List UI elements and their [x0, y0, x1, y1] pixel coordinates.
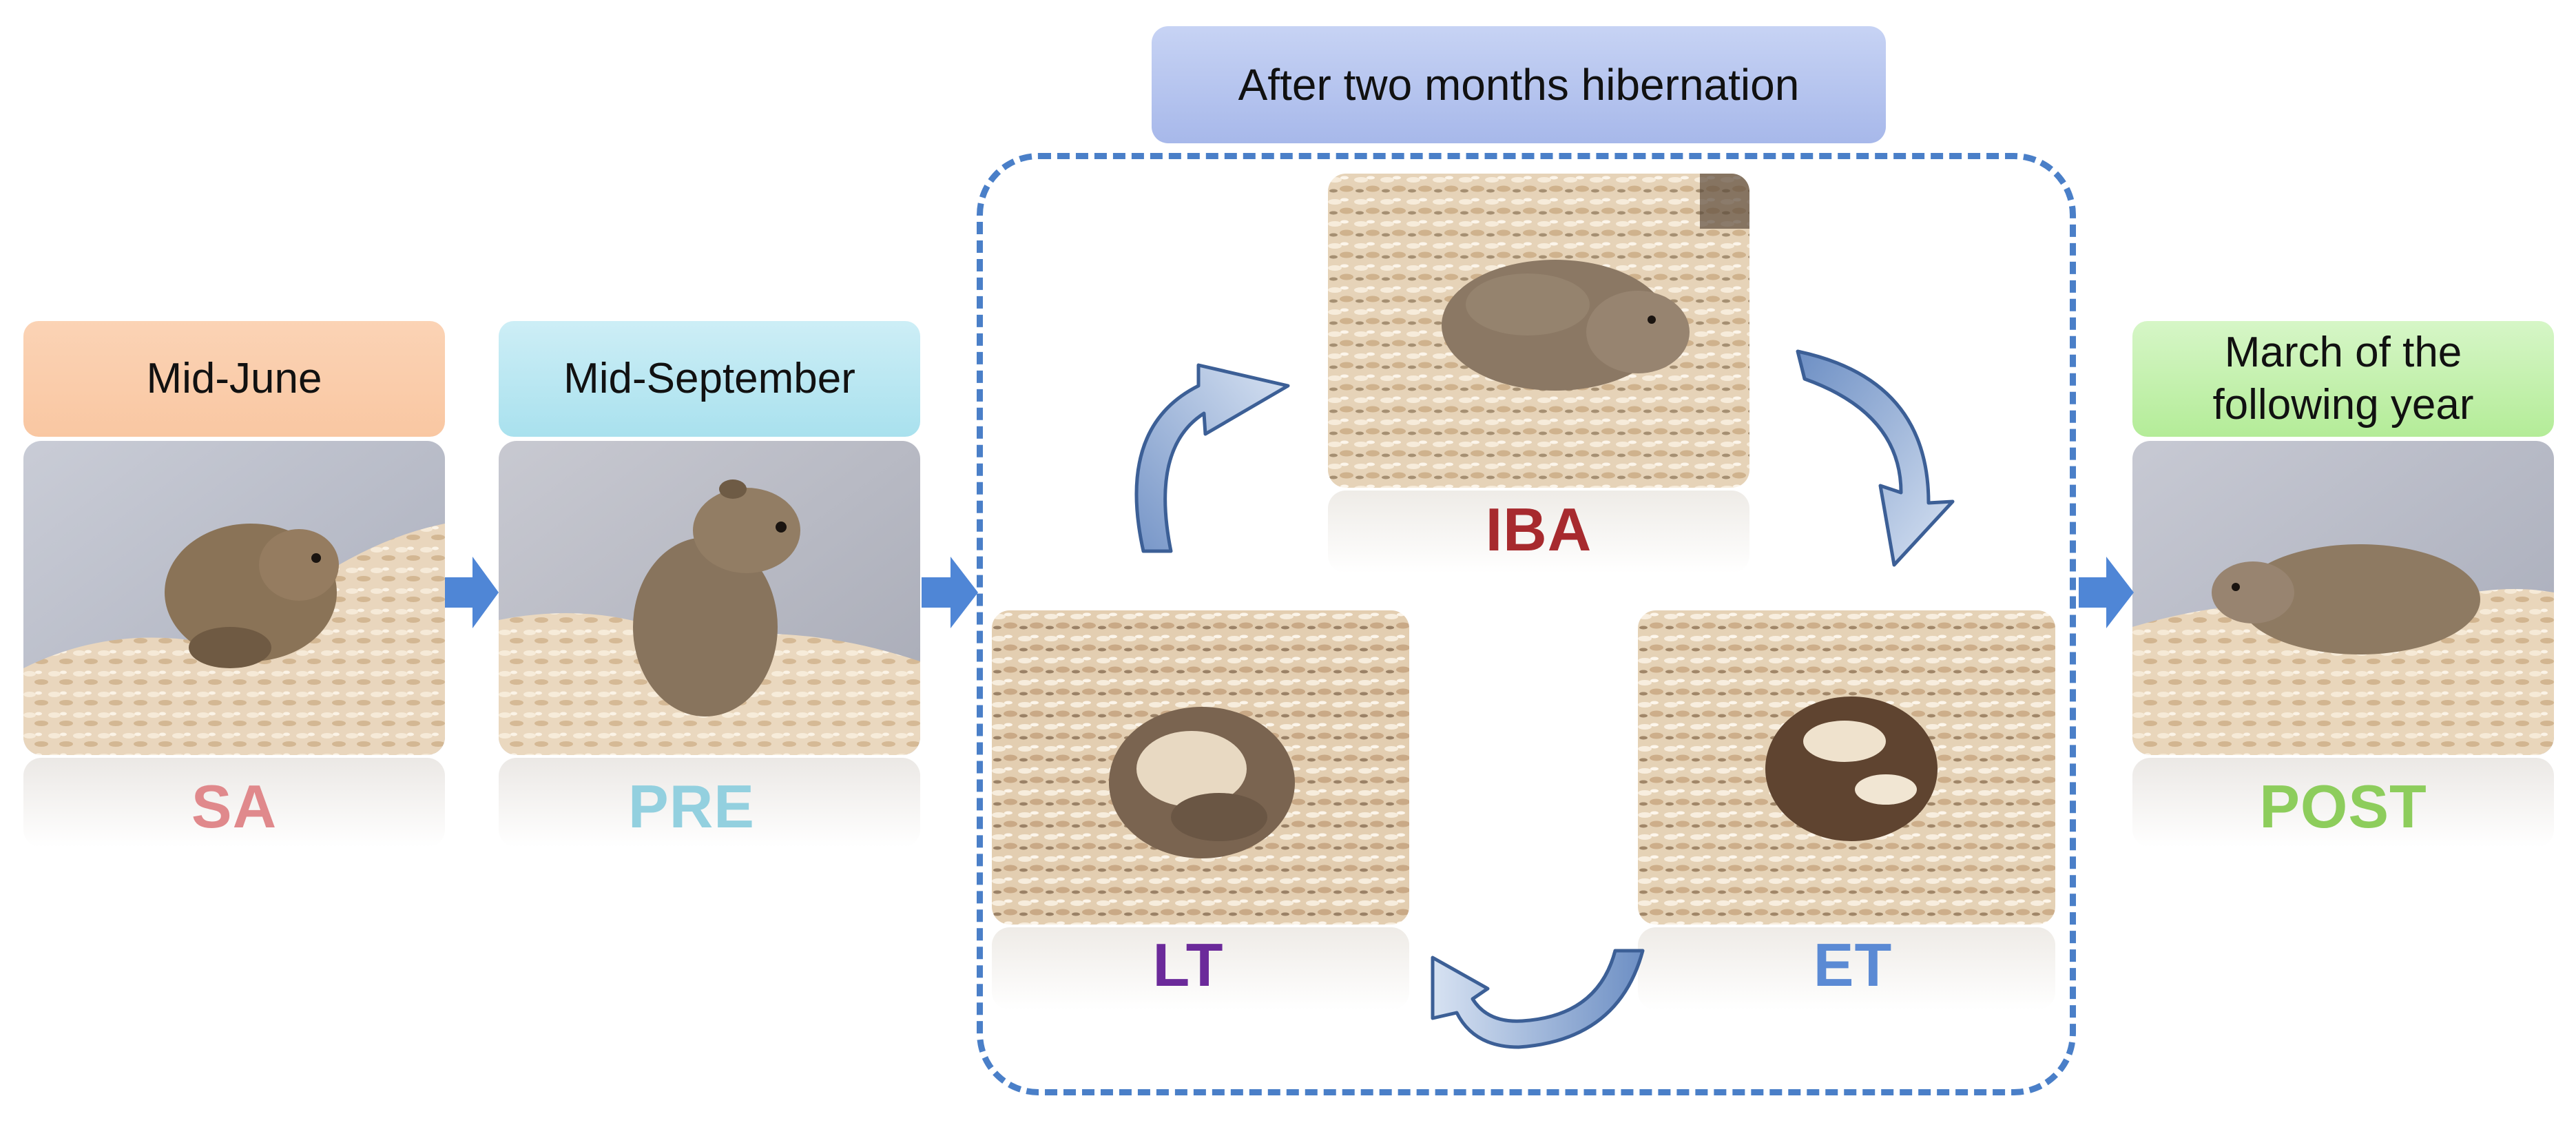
reflection-post: [2132, 758, 2554, 847]
header-march-line2: following year: [2212, 381, 2474, 429]
header-mid-september: Mid-September: [499, 321, 920, 437]
header-march-line1: March of the: [2224, 329, 2462, 377]
stage-label-pre: PRE: [628, 772, 755, 840]
reflection-et: [1638, 927, 2055, 1010]
stage-label-post: POST: [2259, 772, 2427, 840]
stage-label-et: ET: [1813, 931, 1893, 999]
photo-et: [1638, 610, 2055, 925]
stage-label-iba: IBA: [1485, 495, 1592, 564]
curved-arrow-icon: [1134, 363, 1290, 553]
photo-pre: [499, 441, 920, 755]
photo-post: [2132, 441, 2554, 755]
reflection-iba: [1328, 491, 1749, 573]
right-arrow-icon: [2079, 557, 2134, 628]
reflection-pre: [499, 758, 920, 847]
right-arrow-icon: [445, 557, 499, 628]
photo-iba: [1328, 174, 1749, 488]
stage-label-sa: SA: [191, 772, 278, 840]
reflection-sa: [23, 758, 445, 847]
stage-label-lt: LT: [1152, 931, 1224, 999]
curved-arrow-icon: [1796, 349, 1955, 567]
header-mid-june-text: Mid-June: [146, 355, 322, 403]
reflection-lt: [992, 927, 1409, 1010]
header-mid-june: Mid-June: [23, 321, 445, 437]
hibernation-dashed-frame: [977, 153, 2076, 1095]
header-march: March of the following year: [2132, 321, 2554, 437]
photo-sa: [23, 441, 445, 755]
header-hibernation: After two months hibernation: [1152, 26, 1886, 143]
header-hibernation-text: After two months hibernation: [1238, 59, 1800, 110]
right-arrow-icon: [922, 557, 978, 628]
header-mid-september-text: Mid-September: [563, 355, 855, 403]
curved-arrow-icon: [1431, 949, 1645, 1049]
photo-lt: [992, 610, 1409, 925]
